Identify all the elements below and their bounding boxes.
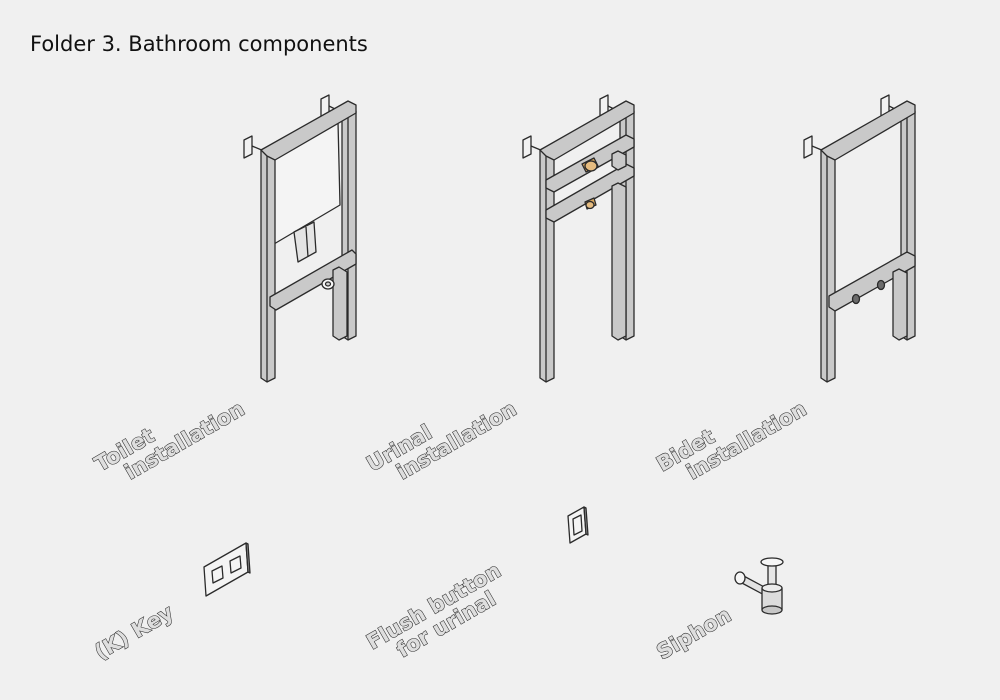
water-fitting-icon [581,157,599,210]
label-key: (K) Key [90,600,178,665]
label-toilet-installation: Toilet installation [90,396,249,485]
toilet-installation-frame [243,94,357,383]
label-bidet-installation: Bidet installation [652,396,811,485]
page-title: Folder 3. Bathroom components [30,32,368,56]
siphon [734,557,784,615]
label-line-1: Siphon [653,603,736,665]
urinal-flush-button [567,506,589,544]
label-line-1: (K) Key [91,600,178,664]
label-flush-button-for-urinal: Flush button for urinal [362,558,506,663]
urinal-installation-frame [522,94,635,383]
key-flush-plate [203,542,251,597]
label-urinal-installation: Urinal installation [362,396,521,485]
bidet-installation-frame [803,94,916,383]
label-siphon: Siphon [652,602,736,665]
